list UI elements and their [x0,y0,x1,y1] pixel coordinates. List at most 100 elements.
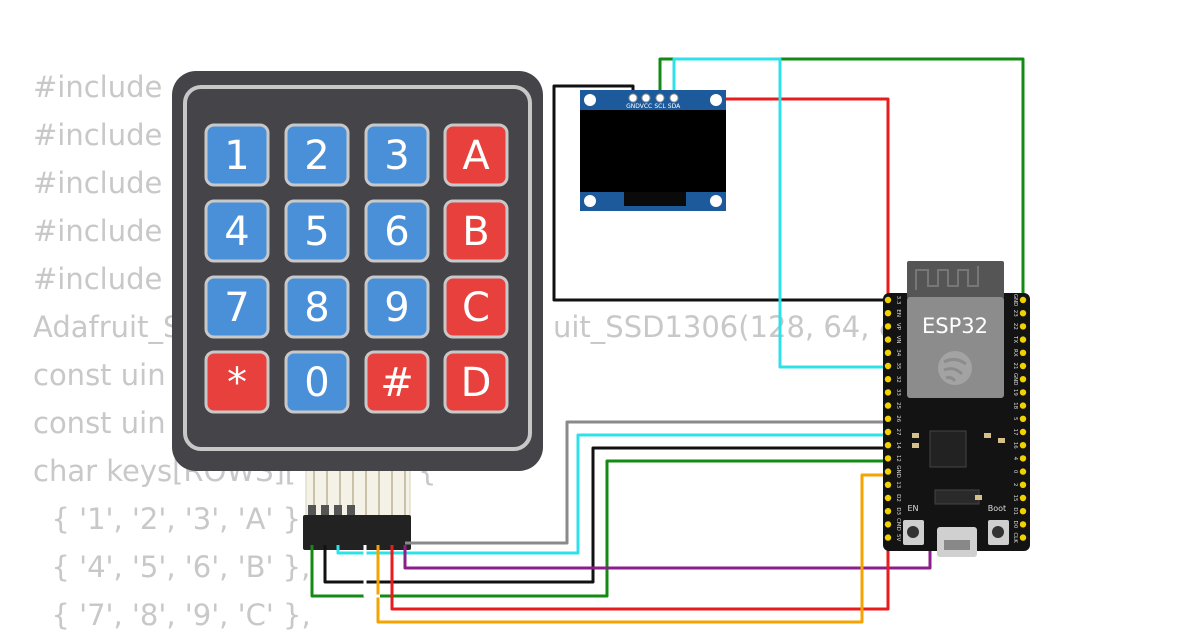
esp32-pin-label: 14 [895,442,901,449]
oled-screen [580,110,726,192]
wire-oled-sda[interactable] [672,57,1022,369]
esp32-pin-label: 16 [1012,442,1018,449]
esp32-pin-label: 0 [1012,470,1018,474]
esp32-pin-left-en[interactable] [884,310,892,317]
esp32-pin-right-15[interactable] [1019,494,1027,502]
esp32-pin-label: 23 [1012,310,1018,317]
esp32-pin-right-d0[interactable] [1019,521,1027,528]
esp32-pin-label: 2 [1012,483,1018,487]
esp32-pin-right-d1[interactable] [1019,508,1027,515]
esp32-pin-right-16[interactable] [1019,442,1027,449]
esp32-pin-right-4[interactable] [1019,455,1027,462]
esp32-pin-left-33[interactable] [884,389,892,396]
key-3[interactable]: 3 [364,123,430,187]
esp32-pin-left-14[interactable] [884,442,892,449]
key-0[interactable]: 0 [284,350,350,414]
esp32-pin-label: VP [895,323,901,331]
esp32-pin-left-cmd[interactable] [884,521,892,528]
wire-keypad-gray[interactable] [405,420,888,545]
esp32-pin-label: 25 [895,402,901,409]
oled-mount-hole [584,94,596,106]
esp32-pin-left-vp[interactable] [884,323,892,330]
esp32-pin-left-35[interactable] [884,362,892,370]
key-9[interactable]: 9 [364,275,430,339]
esp32-pin-label: D2 [895,494,901,502]
esp32-pin-right-gnd[interactable] [1019,296,1027,304]
esp32-pin-label: 5 [1012,417,1018,421]
oled-mount-hole [584,195,596,207]
esp32-pin-left-vn[interactable] [884,336,892,343]
oled-pin-gnd: GND [626,103,640,110]
esp32-pin-right-19[interactable] [1019,389,1027,396]
esp32-pin-left-gnd[interactable] [884,468,892,475]
esp32-pin-left-13[interactable] [884,481,892,488]
wires [310,57,1025,624]
key-label: 7 [224,285,249,331]
esp32-pin-left-34[interactable] [884,349,892,356]
esp32-pin-left-33[interactable] [884,296,892,304]
key-7[interactable]: 7 [204,275,270,339]
esp32-pin-left-25[interactable] [884,402,892,409]
esp32-pin-label: 19 [1012,389,1018,396]
code-line-2: #include [33,118,163,152]
keypad-ribbon-cable [303,464,411,550]
key-label: 6 [384,209,409,255]
key-label: 2 [304,133,329,179]
wire-keypad-green[interactable] [310,459,888,598]
key-8[interactable]: 8 [284,275,350,339]
esp32-pin-left-d3[interactable] [884,508,892,515]
key-d[interactable]: D [443,350,509,414]
key-label: D [461,360,492,406]
key-label: C [462,285,490,331]
esp32-pin-left-5v[interactable] [884,534,892,541]
key-2[interactable]: 2 [284,123,350,187]
esp32-pin-label: D3 [895,507,901,515]
code-line-7: const uin [33,358,166,392]
code-line-12: { '7', '8', '9', 'C' }, [33,598,311,632]
esp32-pin-right-18[interactable] [1019,402,1027,409]
key-6[interactable]: 6 [364,199,430,263]
esp32-pin-label: 15 [1012,495,1018,502]
esp32-pin-left-d2[interactable] [884,494,892,502]
esp32-pin-label: 34 [895,349,901,356]
espressif-logo-icon [938,351,972,385]
esp32-pin-left-32[interactable] [884,376,892,383]
esp32-pin-right-0[interactable] [1019,468,1027,475]
key-5[interactable]: 5 [284,199,350,263]
key-c[interactable]: C [443,275,509,339]
esp32-pin-right-22[interactable] [1019,323,1027,330]
esp32-pin-right-21[interactable] [1019,362,1027,370]
esp32-pin-label: D1 [1012,507,1018,515]
esp32-pin-right-17[interactable] [1019,428,1027,436]
esp32-pin-right-2[interactable] [1019,481,1027,488]
key-hash[interactable]: # [364,350,430,414]
wire-oled-scl[interactable] [658,57,1025,298]
wire-oled-vcc[interactable] [646,97,890,298]
esp32-pin-right-gnd[interactable] [1019,376,1027,383]
esp32-pin-label: 4 [1012,457,1018,461]
esp32-pin-left-27[interactable] [884,428,892,436]
esp32-pin-label: 12 [895,455,901,462]
esp32-pin-right-tx[interactable] [1019,336,1027,343]
esp32-pin-right-rx[interactable] [1019,349,1027,356]
esp32-pin-left-12[interactable] [884,455,892,462]
esp32-pin-label: EN [895,309,901,317]
key-label: # [380,360,414,406]
esp32-pin-right-clk[interactable] [1019,534,1027,541]
esp32-pin-left-26[interactable] [884,415,892,422]
wire-keypad-black[interactable] [323,446,888,584]
esp32-pin-right-5[interactable] [1019,415,1027,422]
key-1[interactable]: 1 [204,123,270,187]
esp32-pin-right-23[interactable] [1019,310,1027,317]
oled-display: GND VCC SCL SDA [580,90,726,211]
code-line-11: { '4', '5', '6', 'B' }, [33,550,311,584]
key-label: 9 [384,285,409,331]
code-line-8: const uin [33,406,166,440]
wire-keypad-cyan[interactable] [336,433,888,555]
oled-pin-sda: SDA [668,103,681,110]
key-b[interactable]: B [443,199,509,263]
key-label: 5 [304,209,329,255]
key-a[interactable]: A [443,123,509,187]
key-4[interactable]: 4 [204,199,270,263]
key-star[interactable]: * [204,350,270,414]
